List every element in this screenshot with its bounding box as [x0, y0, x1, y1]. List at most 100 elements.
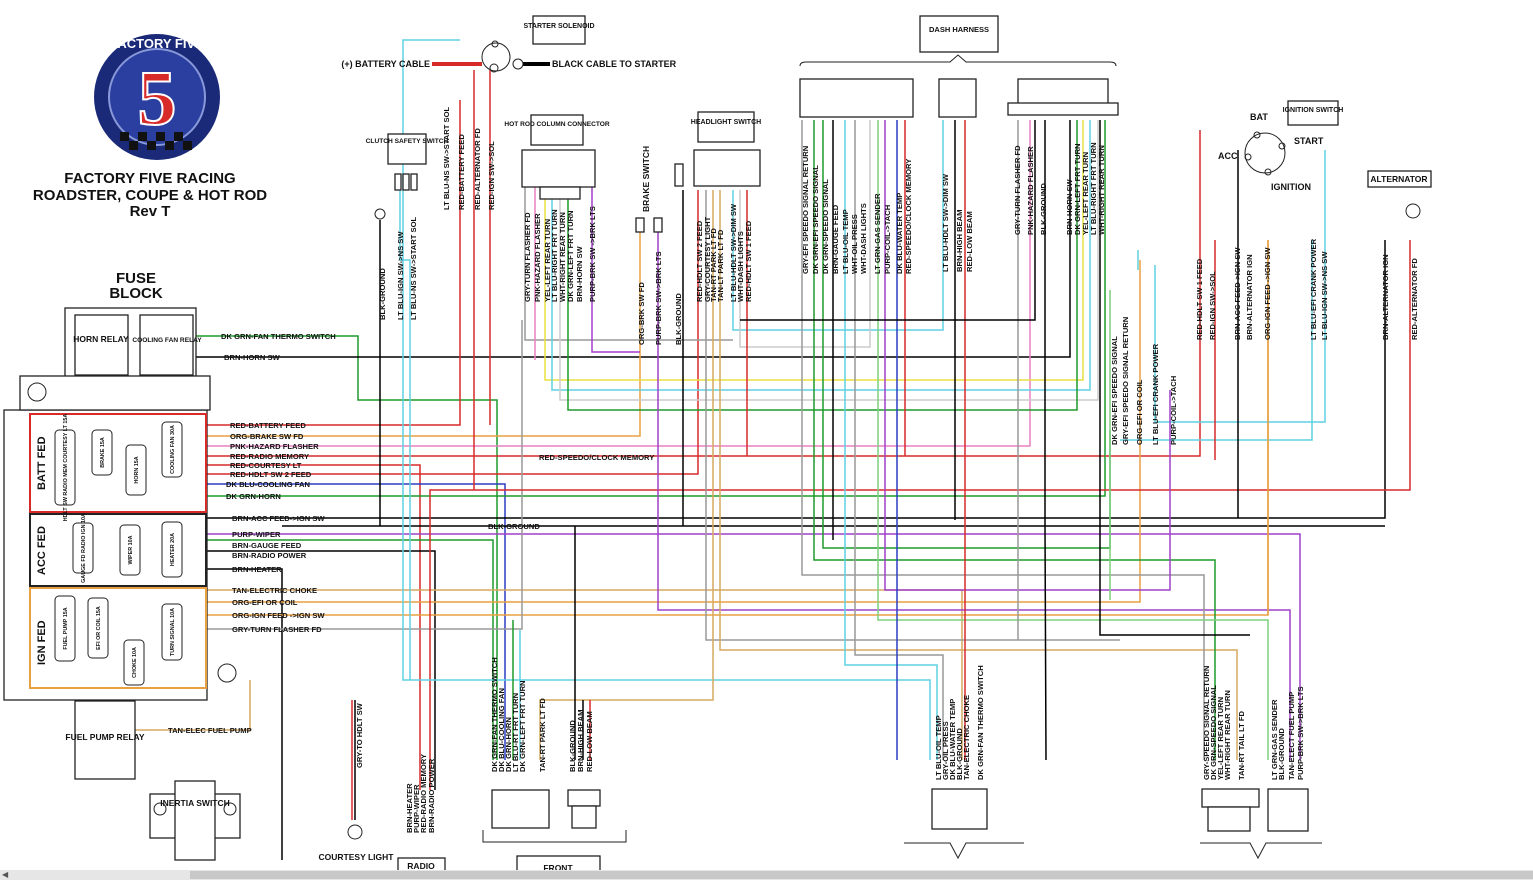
wire-label: GRY-TURN FLASHER FD [232, 625, 322, 634]
wire-label: DK GRN-SPEEDO SIGNAL [1209, 685, 1218, 780]
wire-label: ORG-EFI OR COIL [1135, 379, 1144, 445]
headlight-switch [674, 111, 761, 187]
wire-label: BRN-HIGH BEAM [576, 710, 585, 772]
fuse-label: HORN 15A [134, 456, 140, 483]
wire-label: BRN-GAUGE FEED [831, 204, 840, 274]
wire-label: WHT-DASH LIGHTS [736, 231, 745, 302]
wire-label: LT BLU-NS SW->START SOL [409, 217, 418, 320]
fuse [91, 429, 113, 476]
alternator-label: ALTERNATOR [1370, 174, 1427, 184]
wire-label: PNK-HAZARD FLASHER [533, 213, 542, 302]
wire-label: DK GRN-EFI SPEEDO SIGNAL [1110, 336, 1119, 445]
wire-label: LT BLU-RIGHT FRT TURN [1089, 142, 1098, 235]
wire-label: DK BLU-COOLING FAN [226, 480, 310, 489]
wire-label: BRN-ALTERNATOR IGN [1245, 254, 1254, 340]
wire-label: LT BLU-RT FRT TURN [511, 693, 520, 772]
wire [399, 190, 411, 680]
fuse-label: GAUGE FD RADIO IGN 10A [81, 513, 87, 583]
wire-label: RED-HDLT SW 1 FEED [1195, 258, 1204, 340]
wire [591, 185, 640, 353]
batt-fed-label: BATT FED [36, 436, 48, 490]
wire-label: BRN-HORN SW [1065, 178, 1074, 235]
wire-label: PURP-BRK SW->BRK LTS [654, 251, 663, 345]
wire-label: PURP-BRK SW->BRK LTS [1296, 686, 1305, 780]
wire-label: LT BLU-OIL TEMP [934, 715, 943, 780]
wire [207, 130, 1201, 457]
wire [207, 225, 641, 437]
wire-label: TAN-RT PARK LT FD [538, 698, 547, 772]
wire-label: RED-LOW BEAM [965, 211, 974, 272]
wire-label: DK GRN-LEFT FRT TURN [1073, 143, 1082, 235]
wire-label: BRN-HIGH BEAM [955, 210, 964, 272]
wire [551, 120, 1091, 391]
fuse [54, 595, 76, 662]
wire-label: RED-HDLT SW 2 FEED [695, 220, 704, 302]
wire-label: LT BLU-HDLT SW->DIM SW [941, 173, 950, 272]
ign-bat-label: BAT [1250, 112, 1268, 122]
wire-label: RED-RADIO MEMORY [419, 754, 428, 833]
wire-label: PURP-BRK SW ->BRK LTS [588, 206, 597, 302]
wire-label: TAN-ELEC FUEL PUMP [168, 726, 252, 735]
wire [207, 464, 421, 790]
wire-label: RED-LOW BEAM [585, 711, 594, 772]
logo-ring-text: FACTORY FIVE [110, 36, 204, 51]
logo-numeral: 5 [138, 54, 177, 141]
wire [539, 190, 714, 760]
wire-label: YEL-LEFT REAR TURN [1081, 152, 1090, 235]
wire-label: LT GRN-GAS SENDER [873, 193, 882, 274]
wire [207, 120, 1031, 447]
wire-label: TAN-RT TAIL LT FD [1237, 710, 1246, 780]
acc-fed-label: ACC FED [36, 526, 48, 575]
wire-label: GRY-SPEEDO SIGNAL RETURN [1202, 666, 1211, 780]
fuse [125, 444, 147, 496]
wire [207, 190, 699, 475]
wire-label: TAN-RT PARK LT FD [709, 228, 718, 302]
fuse [161, 421, 183, 478]
wire-label: TAN-ELECT FUEL PUMP [1287, 692, 1296, 780]
wire [732, 120, 944, 331]
wire-label: LT GRN-GAS SENDER [1270, 699, 1279, 780]
fuse [161, 603, 183, 661]
wire [719, 190, 1238, 760]
wire-label: BRN-ACC FEED->IGN SW [1233, 247, 1242, 340]
starter-solenoid-label: STARTER SOLENOID [523, 23, 594, 30]
wire-label: ORG-IGN FEED ->IGN SW [1263, 247, 1272, 340]
wire-label: RED-SPEEDO/CLOCK MEMORY [904, 159, 913, 274]
wire-label: PNK-HAZARD FLASHER [230, 442, 319, 451]
fuse-block-title2: BLOCK [109, 285, 162, 302]
wire-label: ORG-BRAKE SW FD [230, 432, 304, 441]
scroll-left-icon[interactable]: ◀ [2, 870, 9, 879]
wire-label: ORG-BRK SW FD [637, 282, 646, 345]
fuse-block [3, 307, 241, 861]
inertia-switch-label: INERTIA SWITCH [160, 798, 230, 808]
wire-label: ORG-IGN FEED ->IGN SW [232, 611, 325, 620]
wire-label: PNK-HAZARD FLASHER [1026, 146, 1035, 235]
horizontal-scrollbar[interactable]: ◀ [0, 870, 1533, 880]
ignition-switch-label: IGNITION SWITCH [1283, 107, 1344, 114]
wire-label: RED-ALTERNATOR FD [473, 128, 482, 210]
wire-label: DK GRN-LEFT FRT TURN [566, 210, 575, 302]
wire [844, 120, 938, 760]
fuse [119, 524, 141, 576]
wire-label: WHT-RIGHT REAR TURN [1097, 145, 1106, 235]
wire [207, 260, 1141, 603]
wire-label: DK BLU-WATER TEMP [948, 699, 957, 780]
fuel-pump-relay-label: FUEL PUMP RELAY [65, 732, 145, 742]
scrollbar-thumb[interactable] [190, 871, 1533, 879]
wire [1044, 120, 1047, 761]
wire-label: RED-ALTERNATOR FD [1410, 258, 1419, 340]
wire [196, 120, 1071, 358]
wire [854, 120, 944, 760]
wire-label: GRY-TURN FLASHER FD [523, 212, 532, 302]
brake-switch [635, 217, 663, 233]
wire [1099, 120, 1250, 636]
left-wire-labels: DK GRN-FAN THERMO SWITCH BRN-HORN SW RED… [168, 332, 654, 735]
wire-label: RED-IGN SW->SOL [487, 141, 496, 210]
wire-label: GRY-TO HDLT SW [355, 702, 364, 768]
wire-label: LT BLU-IGN SW->NS SW [1320, 251, 1329, 340]
black-cable-label: BLACK CABLE TO STARTER [552, 59, 677, 69]
dash-harness [799, 15, 1119, 118]
wire-label: PURP-WIPER [412, 784, 421, 833]
